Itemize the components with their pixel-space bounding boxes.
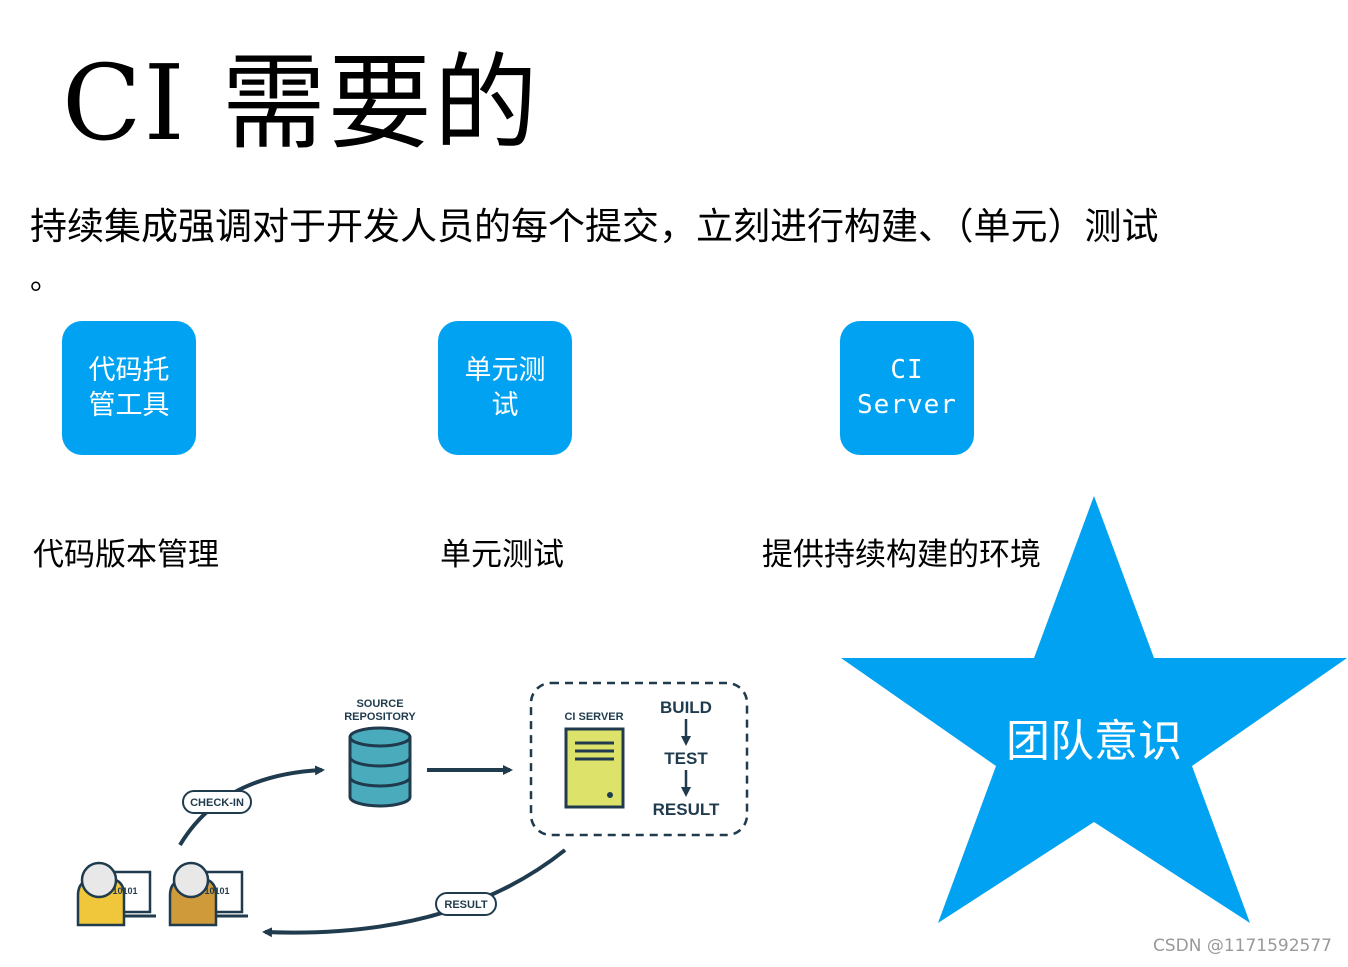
- page-title: CI 需要的: [62, 42, 540, 164]
- caption-unit-test: 单元测试: [440, 537, 564, 573]
- box-line: 代码托: [88, 355, 170, 386]
- developer-icon: 10101: [168, 861, 248, 927]
- box-line: 单元测: [464, 355, 546, 386]
- star-shape: [841, 496, 1347, 923]
- box-line: CI: [890, 355, 924, 385]
- watermark: CSDN @1171592577: [1152, 936, 1332, 956]
- server-icon: [564, 727, 625, 809]
- ci-server-label: CI SERVER: [564, 711, 623, 723]
- check-in-arrow: [178, 765, 325, 847]
- result-arrow: [262, 848, 567, 938]
- test-step: TEST: [664, 749, 708, 768]
- binary-label: 10101: [112, 886, 137, 896]
- ci-server-container: [529, 681, 749, 837]
- build-step: BUILD: [660, 698, 712, 717]
- box-line: 试: [491, 390, 519, 421]
- developer-icon: 10101: [76, 861, 156, 927]
- box-line: 管工具: [88, 390, 170, 421]
- star-label: 团队意识: [1006, 716, 1182, 767]
- code-hosting-box: 代码托 管工具: [62, 321, 196, 455]
- ci-workflow-diagram: CHECK-IN SOURCE REPOSITORY CI SERVER BUI…: [76, 681, 749, 938]
- unit-test-box: 单元测 试: [438, 321, 572, 455]
- caption-version-control: 代码版本管理: [33, 537, 219, 573]
- result-pill: [435, 892, 497, 916]
- binary-label: 10101: [204, 886, 229, 896]
- result-label: RESULT: [444, 899, 487, 911]
- subtitle-tail: 。: [30, 262, 60, 297]
- database-icon: [348, 726, 412, 808]
- source-label: SOURCE: [356, 698, 403, 710]
- subtitle: 持续集成强调对于开发人员的每个提交，立刻进行构建、（单元）测试: [30, 205, 1159, 248]
- result-step: RESULT: [653, 800, 720, 819]
- check-in-pill: [182, 790, 252, 814]
- check-in-label: CHECK-IN: [190, 797, 244, 809]
- caption-build-environment: 提供持续构建的环境: [762, 537, 1041, 573]
- box-line: Server: [857, 390, 957, 420]
- ci-server-box: CI Server: [840, 321, 974, 455]
- repository-label: REPOSITORY: [344, 711, 416, 723]
